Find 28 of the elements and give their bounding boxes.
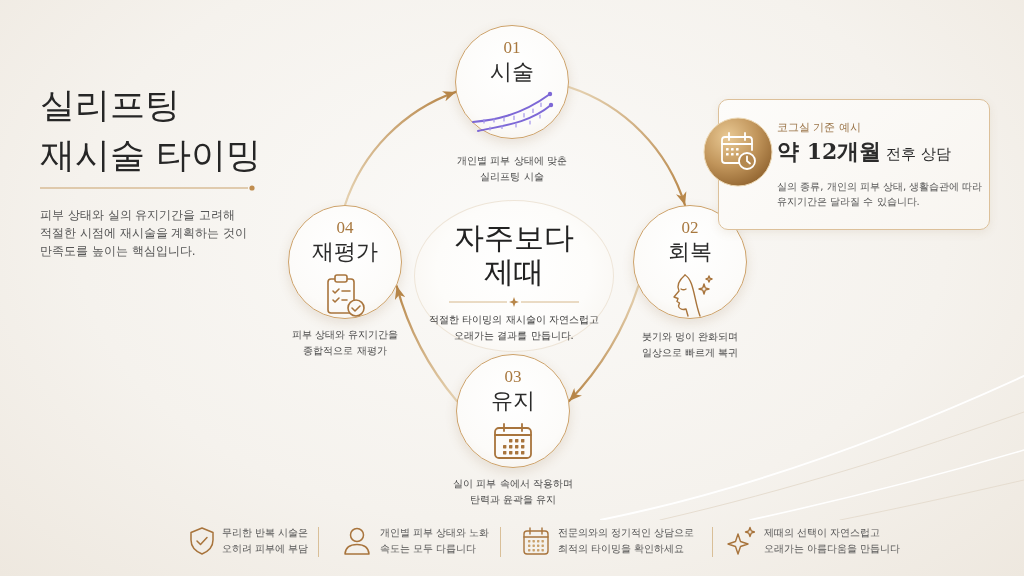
note-text: 무리한 반복 시술은 오히려 피부에 부담 [222,526,310,556]
step-number: 01 [503,38,521,58]
note-text: 전문의와의 정기적인 상담으로 최적의 타이밍을 확인하세요 [558,526,696,556]
caption-text: 실이 피부 속에서 작용하며 탄력과 윤곽을 유지 [452,477,574,507]
step-title: 유지 [491,387,535,415]
curved-arrow [567,85,687,207]
step-circle [633,205,747,319]
caption-text: 개인별 피부 상태에 맞춘 실리프팅 시술 [456,154,568,184]
tagline: 적절한 타이밍의 재시술이 자연스럽고 오래가는 결과를 만듭니다. [428,313,600,343]
note-text: 제때의 선택이 자연스럽고 오래가는 아름다움을 만듭니다 [764,526,902,556]
step-title: 시술 [490,58,534,86]
card-headline: 약 12개월 전후 상담 [777,137,951,166]
step-title: 재평가 [312,238,378,266]
intro-paragraph: 피부 상태와 실의 유지기간을 고려해 적절한 시점에 재시술을 계획하는 것이 만족도를 높이는 핵심입니다. [40,207,249,260]
card-subtitle: 코그실 기준 예시 [777,120,861,136]
note-text: 개인별 피부 상태와 노화 속도는 모두 다릅니다 [380,526,491,556]
caption-text: 피부 상태와 유지기간을 종합적으로 재평가 [290,328,400,358]
headline: 자주보다 제때 [453,221,575,289]
title: 실리프팅 재시술 타이밍 [40,84,263,177]
curved-arrow [343,90,457,207]
card-note: 실의 종류, 개인의 피부 상태, 생활습관에 따라 유지기간은 달라질 수 있습니다. [777,180,984,209]
step-title: 회복 [668,238,712,266]
step-number: 03 [504,367,522,387]
curved-arrow [395,285,458,403]
step-number: 04 [336,218,354,238]
curved-arrow [568,285,640,403]
step-number: 02 [681,218,699,238]
caption-text: 붓기와 멍이 완화되며 일상으로 빠르게 복귀 [640,330,740,360]
